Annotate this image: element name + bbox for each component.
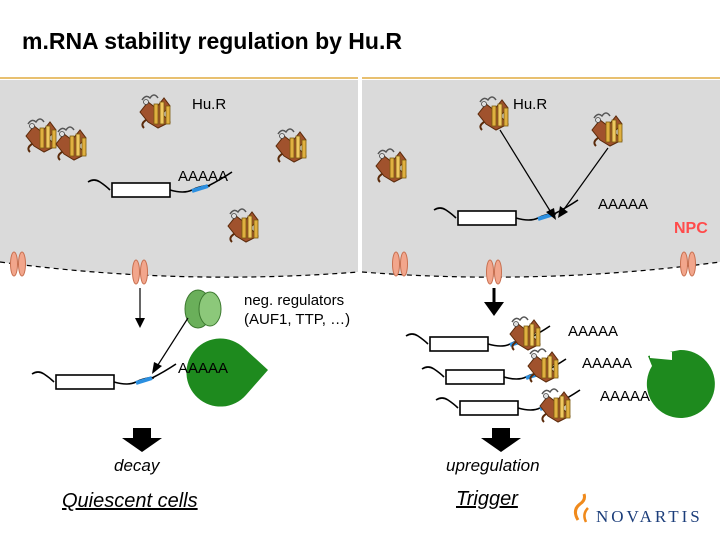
- neg-regulator-arrow: [155, 317, 189, 369]
- pacman-eye-right: [677, 342, 685, 350]
- pacman-block: [650, 350, 672, 360]
- neg-regulator-oval: [198, 291, 222, 327]
- neg-regulator-arrowhead: [152, 362, 162, 374]
- quiescent-cells-label: Quiescent cells: [62, 490, 198, 512]
- pacman-degrader: [186, 338, 268, 407]
- pacman-eye: [264, 352, 272, 360]
- polya-label: AAAAA: [568, 323, 619, 340]
- nucleus-left: [0, 80, 358, 278]
- upregulation-label: upregulation: [446, 456, 540, 475]
- binding-arrow: [499, 129, 553, 215]
- nuclear-membrane-right: [361, 261, 720, 278]
- neg-regulators-label: neg. regulators: [244, 292, 345, 309]
- binding-arrowhead: [558, 206, 568, 218]
- polya-label: AAAAA: [582, 355, 633, 372]
- neg-regulators-examples: (AUF1, TTP, …): [244, 311, 351, 328]
- pacman-degrader-right: [646, 349, 715, 418]
- polya-label: AAAAA: [600, 388, 651, 405]
- polya-label: AAAAA: [178, 168, 229, 185]
- page-title: m.RNA stability regulation by Hu.R: [22, 28, 402, 54]
- binding-arrowhead: [546, 208, 556, 220]
- hur-label-right: Hu.R: [513, 96, 548, 113]
- export-arrowhead-right: [484, 302, 504, 316]
- polya-label: AAAAA: [598, 196, 649, 213]
- nuclear-membrane-left: [0, 261, 359, 278]
- upregulation-block-arrow: [481, 428, 521, 452]
- novartis-logo-mark: [573, 493, 589, 523]
- decay-block-arrow: [122, 428, 162, 452]
- nucleus-right: [362, 80, 720, 278]
- binding-arrow: [561, 147, 609, 213]
- npc-label: NPC: [674, 220, 708, 237]
- polya-label: AAAAA: [178, 360, 229, 377]
- export-arrowhead-left: [135, 318, 145, 328]
- hur-label-left: Hu.R: [192, 96, 227, 113]
- novartis-logo-text: NOVARTIS: [596, 507, 703, 526]
- trigger-label: Trigger: [456, 488, 518, 510]
- decay-label: decay: [114, 456, 160, 475]
- hur-protein-bound: [539, 388, 571, 423]
